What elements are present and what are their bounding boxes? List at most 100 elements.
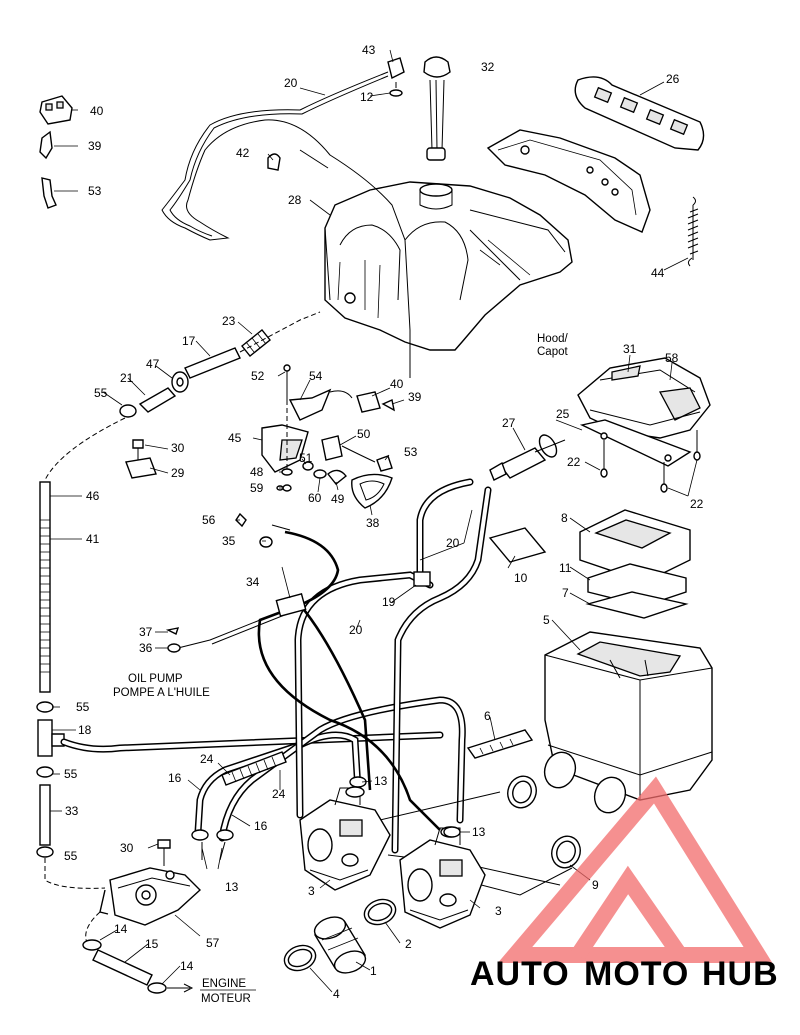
callout-13: 13: [374, 774, 388, 788]
callout-16: 16: [254, 819, 268, 833]
callout-22: 22: [567, 455, 581, 469]
callout-37: 37: [139, 625, 153, 639]
callout-2: 2: [405, 937, 412, 951]
callout-29: 29: [171, 466, 185, 480]
callout-58: 58: [665, 351, 679, 365]
callout-20: 20: [446, 536, 460, 550]
clamp-55-low: [36, 766, 54, 778]
callout-51: 51: [299, 451, 313, 465]
terminal-39-mid: [381, 399, 395, 412]
primer-27: [489, 434, 566, 481]
callout-41: 41: [86, 532, 100, 546]
callout-13: 13: [225, 880, 239, 894]
callout-15: 15: [145, 937, 159, 951]
callout-12: 12: [360, 90, 374, 104]
fuel-tank: [324, 181, 573, 351]
part-49: [327, 469, 347, 485]
watermark-text-hub: HUB: [702, 955, 779, 993]
bolt-30-top: [132, 439, 144, 462]
callout-7: 7: [562, 586, 569, 600]
callout-22: 22: [690, 497, 704, 511]
clamp-14-left: [82, 939, 102, 951]
part-56: [235, 512, 247, 528]
grommet-47: [171, 371, 189, 393]
callout-13: 13: [472, 825, 486, 839]
callout-6: 6: [484, 709, 491, 723]
spring-44: [687, 196, 699, 267]
washer-36: [167, 643, 181, 653]
callout-46: 46: [86, 489, 100, 503]
nut-35: [259, 536, 273, 548]
throttle-cable: [257, 530, 441, 831]
callout-20: 20: [349, 623, 363, 637]
callout-50: 50: [357, 427, 371, 441]
callout-55: 55: [76, 700, 90, 714]
foam-filter-11: [587, 563, 687, 607]
callout-54: 54: [309, 369, 323, 383]
switch-housing-45: [261, 424, 309, 473]
adaptor-9-bottom: [551, 835, 581, 869]
callout-36: 36: [139, 641, 153, 655]
callout-45: 45: [228, 431, 242, 445]
callout-44: 44: [651, 266, 665, 280]
callout-40: 40: [390, 377, 404, 391]
bracket-29: [125, 457, 157, 479]
callout-30: 30: [171, 441, 185, 455]
callout-11: 11: [559, 561, 572, 575]
callout-5: 5: [543, 613, 550, 627]
callout-14: 14: [114, 922, 128, 936]
callout-24: 24: [200, 752, 214, 766]
bolt-52: [283, 364, 291, 400]
callout-16: 16: [168, 771, 182, 785]
callout-48: 48: [250, 465, 264, 479]
callout-labels: 1 2 3 3 4 5 6 7 8 9 10 11 12 13 13 13 14…: [64, 43, 704, 1001]
callout-18: 18: [78, 723, 92, 737]
fuel-line-dashed-pump: [44, 858, 106, 889]
callout-57: 57: [206, 936, 220, 950]
callout-26: 26: [666, 72, 680, 86]
watermark-text-moto: MOTO: [584, 955, 689, 993]
callout-55: 55: [64, 767, 78, 781]
terminal-39: [39, 130, 53, 160]
callout-27: 27: [502, 416, 516, 430]
sleeve-24: [221, 751, 287, 786]
callout-55: 55: [94, 386, 108, 400]
connector-40-mid: [356, 391, 381, 413]
clamp-55-mid: [36, 701, 54, 713]
connector-40: [39, 95, 73, 125]
clamp-14-right: [147, 982, 167, 994]
callout-55: 55: [64, 849, 78, 863]
callout-24: 24: [272, 787, 286, 801]
callout-23: 23: [222, 314, 236, 328]
callout-31: 31: [623, 342, 637, 356]
callout-14: 14: [180, 959, 194, 973]
clamps-13-pump: [191, 829, 234, 861]
callout-34: 34: [246, 575, 260, 589]
fuel-line-dashed-top: [44, 417, 126, 481]
fitting-21: [138, 387, 177, 413]
sleeve-46-41: [39, 481, 51, 693]
fuel-pump-57: [99, 867, 202, 926]
intake-silencer-58: [577, 357, 711, 439]
cable-splitter-34: [275, 593, 307, 617]
callout-20: 20: [284, 76, 298, 90]
callout-17: 17: [182, 334, 196, 348]
clamp-13-carb-right: [443, 826, 461, 838]
hose-17: [184, 347, 241, 379]
hood-label-en: Hood/: [537, 333, 568, 345]
air-filter-frame-8: [579, 509, 691, 583]
knob-60: [313, 469, 327, 479]
screw-22-left: [600, 440, 608, 478]
callout-59: 59: [250, 481, 264, 495]
callout-39: 39: [88, 139, 102, 153]
air-box-5: [543, 631, 713, 814]
fuel-gauge: [423, 56, 451, 161]
hose-20-up: [416, 478, 474, 579]
oil-pump-cable: [177, 609, 286, 649]
callout-47: 47: [146, 357, 160, 371]
callout-19: 19: [382, 595, 396, 609]
tee-19: [413, 571, 431, 587]
callout-9: 9: [592, 878, 599, 892]
bracket-54: [288, 388, 332, 421]
callout-1: 1: [370, 964, 377, 978]
